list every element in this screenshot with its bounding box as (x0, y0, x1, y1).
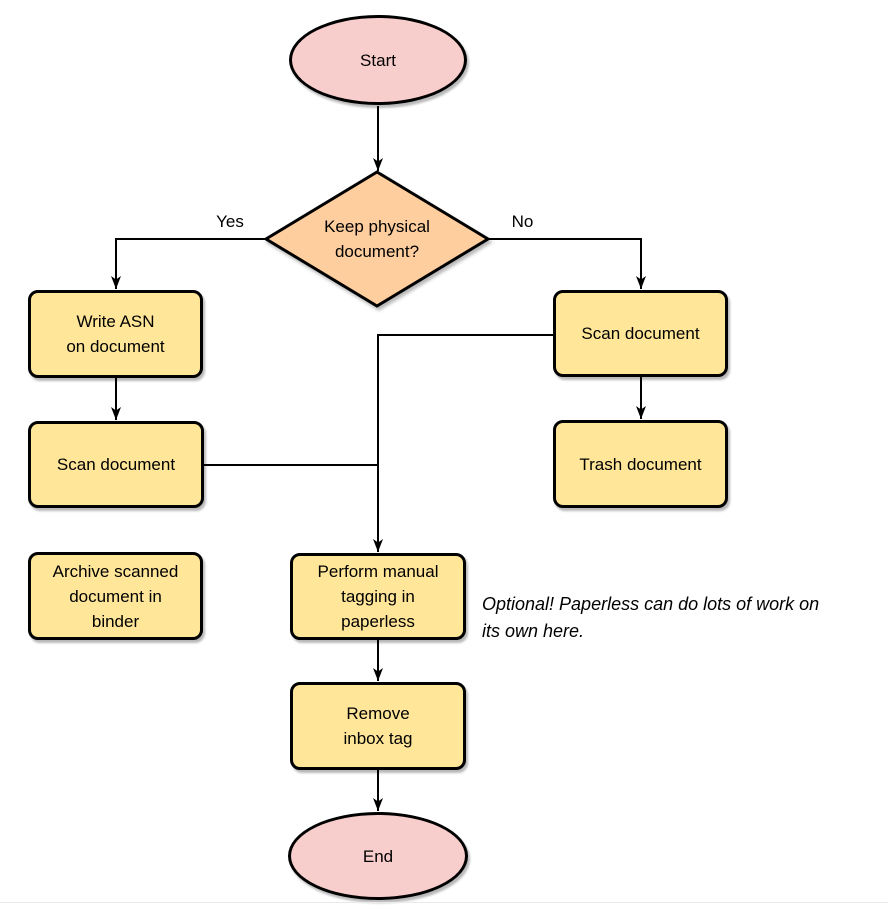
node-manual-tagging: Perform manual tagging in paperless (290, 553, 466, 640)
edge-decision-yes-to-write-asn (111, 238, 266, 289)
node-scan-document-right: Scan document (553, 290, 728, 377)
node-label-line: paperless (341, 612, 415, 631)
node-remove-inbox-tag: Remove inbox tag (290, 682, 466, 770)
note-line: its own here. (482, 621, 585, 641)
edge-scan-right-to-tagging (373, 334, 553, 552)
note-line: Optional! Paperless can do lots of work … (482, 594, 820, 614)
node-label-line: on document (66, 337, 165, 356)
edge-label-yes: Yes (216, 212, 244, 231)
page-bottom-divider (0, 902, 888, 903)
node-label-line: Archive scanned (52, 561, 179, 581)
node-label-line: binder (91, 611, 140, 631)
node-write-asn: Write ASN on document (28, 290, 203, 378)
node-label-line: tagging in (341, 587, 415, 606)
node-label-line: document in (69, 586, 162, 606)
optional-note: Optional! Paperless can do lots of work … (482, 591, 886, 645)
node-decision-keep-physical: Keep physical document? (277, 214, 477, 264)
node-label-line: Perform manual (317, 562, 439, 581)
node-label-line: Remove (346, 704, 410, 723)
node-trash-document: Trash document (553, 420, 728, 508)
node-start: Start (289, 15, 467, 105)
node-start-label: Start (360, 50, 396, 70)
edge-decision-no-to-scan-right (488, 238, 646, 289)
node-label-line: Write ASN (76, 312, 155, 331)
decision-label-line: document? (334, 242, 420, 261)
node-end-label: End (362, 846, 394, 866)
node-end: End (288, 812, 468, 900)
node-label-line: inbox tag (343, 729, 413, 748)
decision-label-line: Keep physical (324, 217, 430, 236)
node-label-line: Scan document (581, 324, 700, 343)
node-scan-document-left: Scan document (28, 421, 204, 508)
node-label-line: Trash document (579, 454, 702, 474)
node-archive-scanned: Archive scanned document in binder (28, 552, 203, 640)
edge-label-no: No (511, 212, 534, 231)
node-label-line: Scan document (56, 455, 176, 474)
decision-diamond-shape (263, 170, 491, 308)
